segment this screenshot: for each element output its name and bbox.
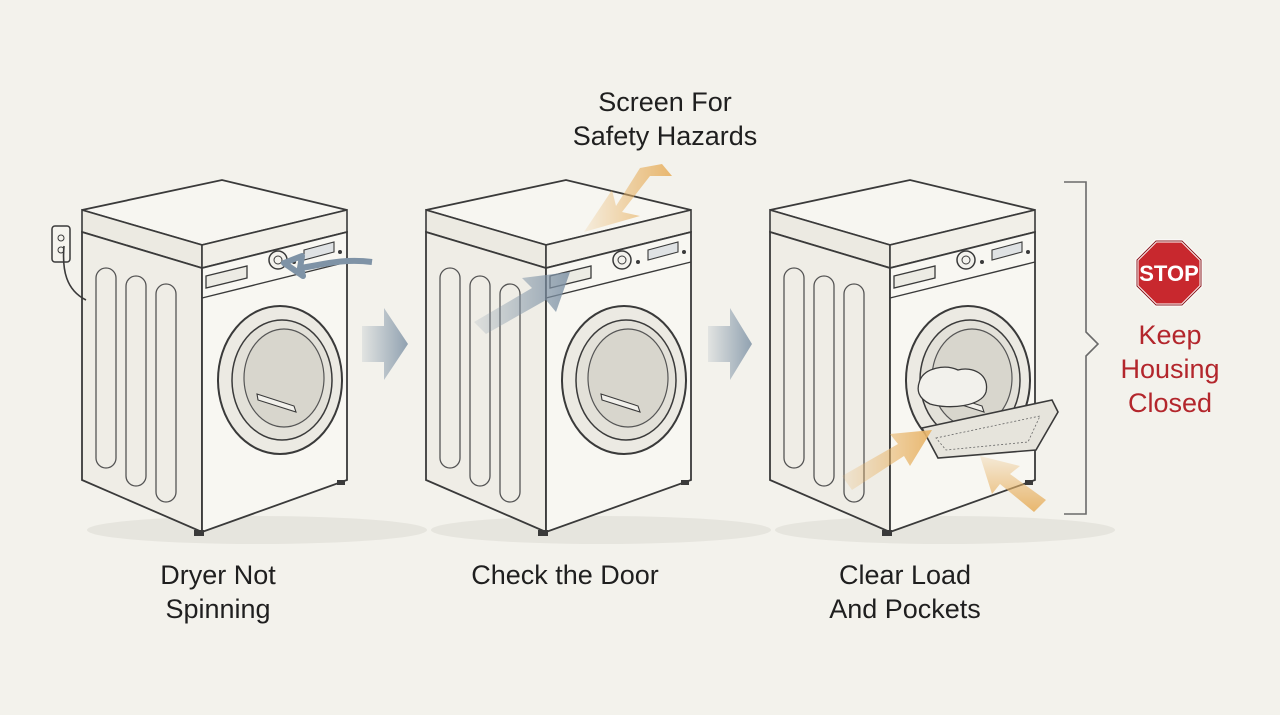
bracket [1064, 181, 1100, 515]
step-3-line-2: And Pockets [829, 594, 981, 624]
callout-line-1: Screen For [598, 87, 732, 117]
step-2-line-1: Check the Door [471, 560, 659, 590]
warning-keep-housing-closed: Keep Housing Closed [1100, 318, 1240, 420]
stop-sign-icon: STOP [1135, 239, 1203, 307]
warning-line-2: Housing [1120, 354, 1220, 384]
wall-outlet-icon [51, 225, 87, 301]
step-label-1: Dryer Not Spinning [118, 558, 318, 626]
step-arrow-icon-2 [708, 308, 752, 380]
step-1-line-2: Spinning [165, 594, 271, 624]
warning-line-3: Closed [1127, 388, 1213, 418]
laundry-icon [917, 366, 988, 408]
blue-arrow-icon-2 [474, 272, 570, 334]
warning-line-1: Keep [1138, 320, 1202, 350]
step-label-3: Clear Load And Pockets [790, 558, 1020, 626]
orange-arrow-icon-top [584, 164, 672, 232]
blue-arrow-icon [281, 253, 373, 279]
orange-arrow-icon-right [980, 456, 1046, 512]
lint-filter-tray [920, 399, 1059, 459]
callout-line-2: Safety Hazards [572, 121, 758, 151]
step-label-2: Check the Door [430, 558, 700, 592]
step-3-line-1: Clear Load [838, 560, 972, 590]
callout-screen-safety-hazards: Screen For Safety Hazards [530, 85, 800, 153]
step-1-line-1: Dryer Not [160, 560, 276, 590]
orange-arrow-icon-left [842, 430, 932, 490]
dryer-illustration-3 [769, 179, 1116, 545]
stop-sign-text: STOP [1139, 261, 1199, 286]
step-arrow-icon-1 [362, 308, 408, 380]
